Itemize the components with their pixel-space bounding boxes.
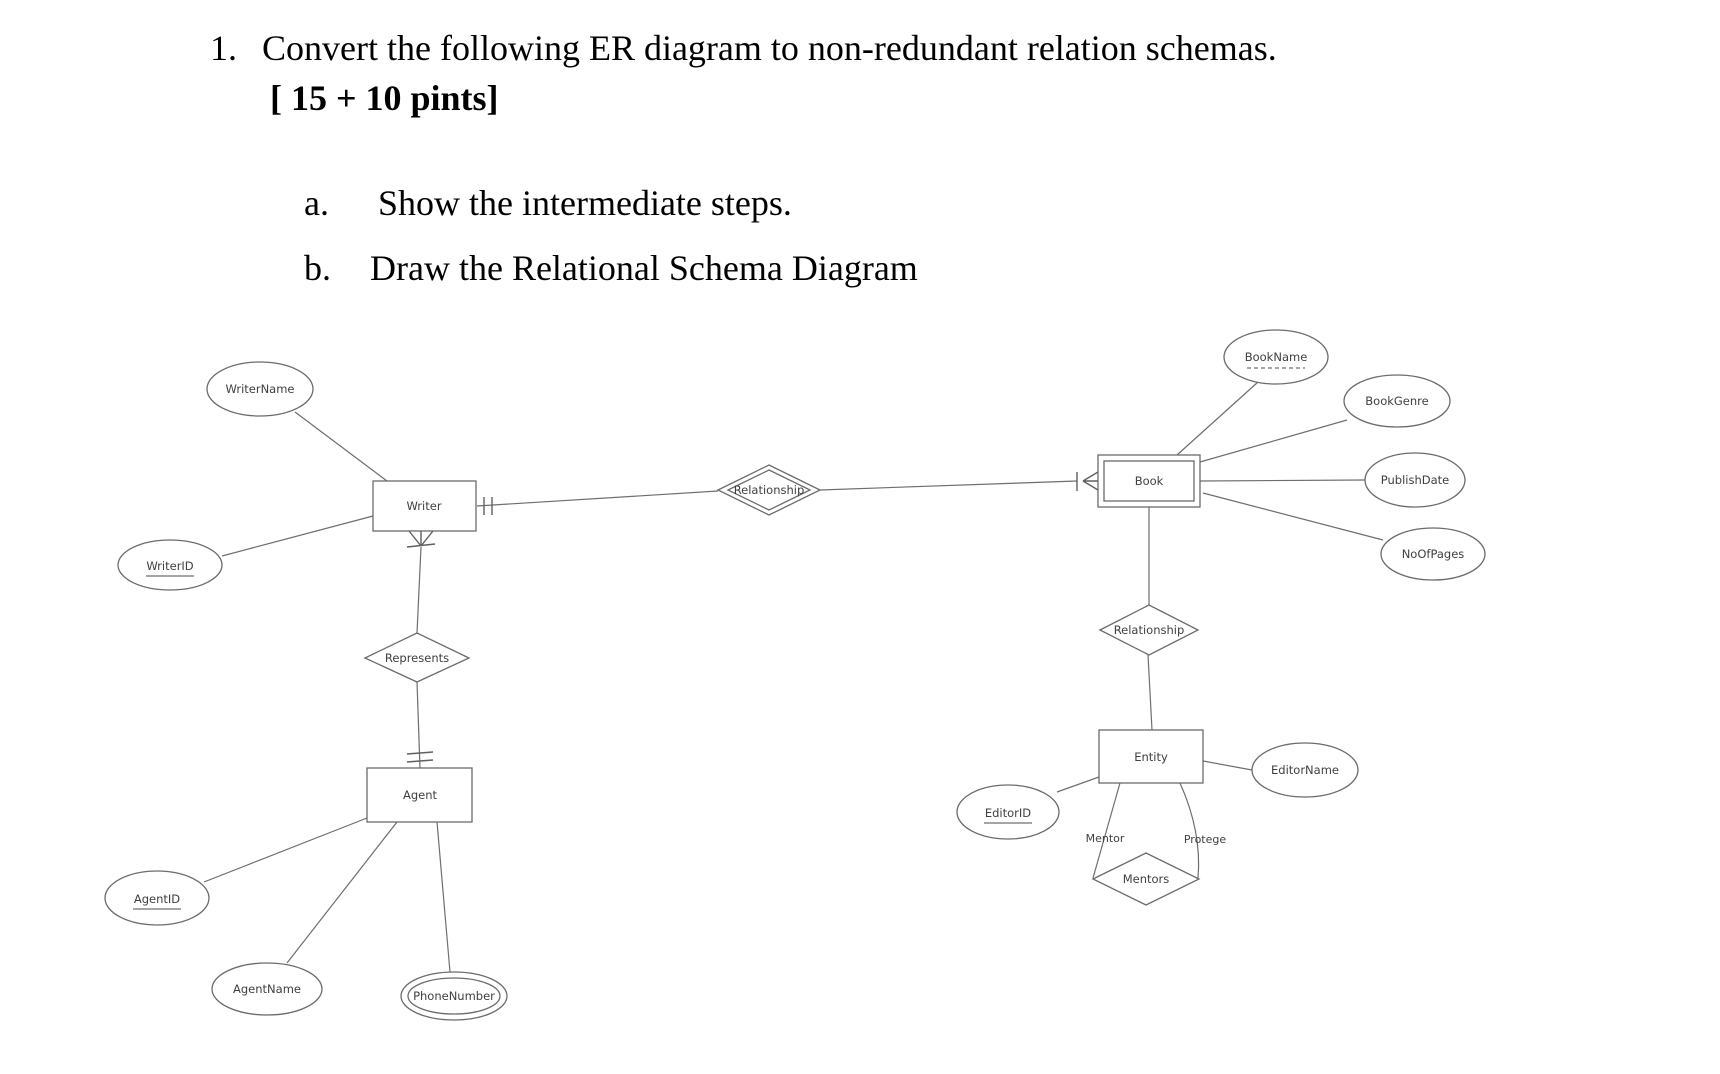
attribute-ellipse-bookgenre — [1343, 374, 1451, 428]
connector-relationship2-entity — [1147, 654, 1153, 731]
entity-label-book: Book — [1135, 474, 1164, 488]
connector-agent-agentid — [203, 817, 368, 883]
attribute-label-publishdate: PublishDate — [1381, 473, 1449, 487]
item-b-text: Draw the Relational Schema Diagram — [370, 248, 918, 288]
relationship-label-mentors: Mentors — [1123, 872, 1170, 886]
connector-book-publishdate — [1199, 479, 1366, 482]
attribute-ellipse-editorid — [956, 784, 1060, 840]
attribute-label-agentname: AgentName — [233, 982, 301, 996]
cardinality-glyphs — [406, 471, 1099, 763]
entity-label-agent: Agent — [403, 788, 438, 802]
cardinality-crow-foot-bar-writer-bottom — [406, 530, 436, 548]
attribute-ellipse-writerid — [117, 539, 223, 591]
diagram-shapes — [104, 329, 1486, 1021]
attribute-label-editorid: EditorID — [985, 806, 1031, 820]
attribute-label-agentid: AgentID — [134, 892, 180, 906]
attribute-label-writername: WriterName — [225, 382, 294, 396]
attribute-ellipse-noofpages — [1380, 527, 1486, 581]
attribute-label-phonenumber: PhoneNumber — [413, 989, 495, 1003]
relationship-label-book-editor: Relationship — [1114, 623, 1185, 637]
attribute-ellipse-agentname — [211, 962, 323, 1016]
item-a-text: Show the intermediate steps. — [378, 183, 792, 223]
diagram-labels: Writer Book Agent Entity Relationship Re… — [134, 350, 1464, 1003]
cardinality-bar-crow-foot-book-left — [1076, 471, 1099, 491]
relationship-diamond-book-editor — [1098, 604, 1200, 656]
attribute-ellipse-agentid — [104, 870, 210, 926]
entity-label-editor: Entity — [1134, 750, 1168, 764]
connector-relationship-book — [819, 480, 1078, 491]
entity-box-agent — [366, 767, 473, 823]
key-underlines — [133, 367, 1305, 910]
connector-entity-editorid — [1056, 776, 1100, 793]
attribute-ellipse-writername — [206, 361, 314, 417]
cardinality-double-bar-writer-right — [483, 497, 493, 515]
role-label-protege: Protege — [1184, 833, 1227, 846]
role-label-mentor: Mentor — [1086, 832, 1125, 845]
entity-label-writer: Writer — [406, 499, 441, 513]
identifying-relationship-diamond-writer-book — [716, 464, 822, 516]
connector-represents-agent — [416, 681, 421, 769]
attribute-ellipse-publishdate — [1364, 452, 1466, 508]
attribute-label-bookname: BookName — [1245, 350, 1308, 364]
relationship-diamond-mentors — [1091, 852, 1201, 906]
connector-writerid-writer — [221, 515, 374, 557]
connector-entity-mentors-protege-role — [1179, 782, 1200, 879]
connector-lines — [203, 381, 1384, 973]
connector-book-noofpages — [1202, 492, 1384, 541]
relationship-label-represents: Represents — [385, 651, 449, 665]
question-number: 1. — [210, 28, 237, 68]
connector-writername-writer — [294, 411, 388, 482]
relationship-label-writer-book: Relationship — [734, 483, 805, 497]
question-points: [ 15 + 10 pints] — [270, 78, 499, 118]
connector-agent-agentname — [286, 821, 398, 964]
attribute-label-noofpages: NoOfPages — [1402, 547, 1465, 561]
entity-box-writer — [372, 480, 477, 532]
connector-agent-phonenumber — [436, 821, 451, 973]
item-b-label: b. — [304, 248, 331, 288]
connector-writer-relationship — [476, 490, 719, 507]
attribute-label-writerid: WriterID — [146, 559, 193, 573]
multivalued-attribute-ellipse-phonenumber — [400, 971, 508, 1021]
connector-book-bookname — [1176, 381, 1259, 456]
attribute-label-editorname: EditorName — [1271, 763, 1339, 777]
entity-box-editor — [1098, 729, 1204, 784]
item-a-label: a. — [304, 183, 329, 223]
connector-entity-editorname — [1202, 760, 1253, 771]
connector-entity-mentors-mentor-role — [1092, 782, 1121, 879]
attribute-ellipse-editorname — [1251, 742, 1359, 798]
attribute-ellipse-bookname — [1223, 329, 1329, 385]
weak-entity-box-book — [1097, 454, 1201, 508]
cardinality-double-bar-agent-top — [406, 751, 434, 763]
connector-writer-represents — [416, 546, 422, 634]
connector-book-bookgenre — [1199, 419, 1348, 463]
relationship-diamond-represents — [363, 632, 471, 683]
question-title: Convert the following ER diagram to non-… — [262, 28, 1277, 68]
attribute-label-bookgenre: BookGenre — [1365, 394, 1428, 408]
